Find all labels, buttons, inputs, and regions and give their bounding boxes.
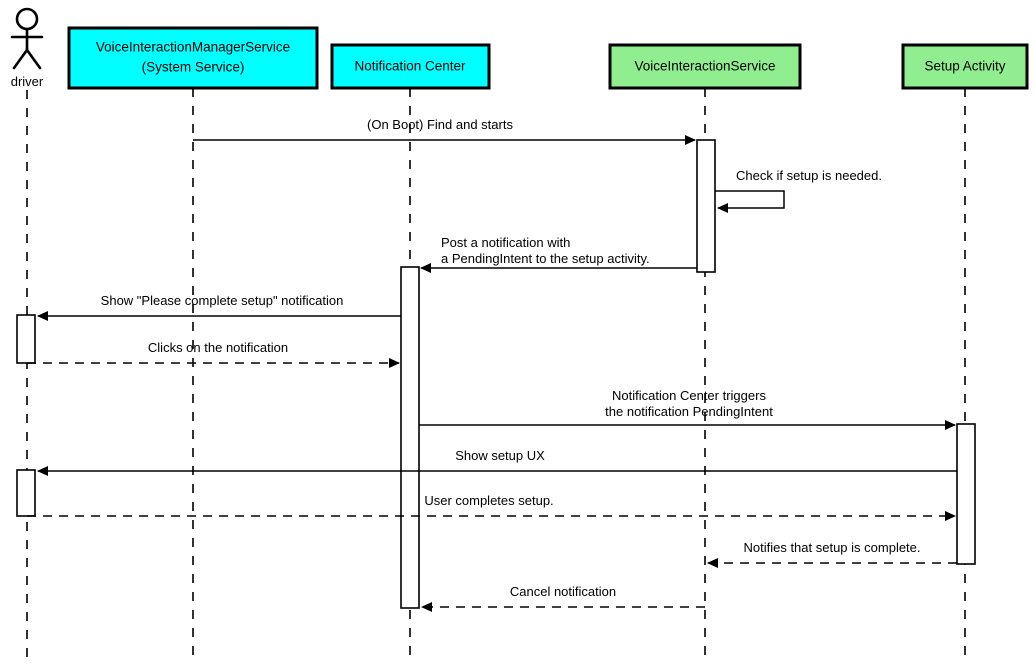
message-show-notification[interactable]: Show "Please complete setup" notificatio… [37,293,401,321]
activation-bar-driver-2 [16,469,36,517]
message-post-notification[interactable]: Post a notification with a PendingIntent… [420,235,697,273]
participant-notification-center[interactable]: Notification Center [330,43,491,90]
message-label-show-setup-ux: Show setup UX [455,448,545,463]
participant-box-setup-activity [901,43,1029,90]
message-label-post-notification-line2: a PendingIntent to the setup activity. [441,251,650,266]
message-label-show-notification: Show "Please complete setup" notificatio… [101,293,344,308]
participant-vims[interactable]: VoiceInteractionManagerService (System S… [67,26,319,90]
participant-box-vis [608,43,802,90]
message-notifies-complete[interactable]: Notifies that setup is complete. [707,540,957,568]
message-label-trigger-pendingintent-line1: Notification Center triggers [612,388,766,403]
activation-bar-notification-center [400,266,420,609]
message-user-completes-setup[interactable]: User completes setup. [27,493,956,521]
actor-leg-left-icon [12,48,29,70]
message-on-boot[interactable]: (On Boot) Find and starts [193,117,696,145]
participant-label-notification-center: Notification Center [354,59,466,74]
actor-head-icon [15,7,39,31]
message-trigger-pendingintent[interactable]: Notification Center triggers the notific… [419,388,956,430]
message-check-setup[interactable]: Check if setup is needed. [715,168,882,213]
message-label-on-boot: (On Boot) Find and starts [367,117,513,132]
message-show-setup-ux[interactable]: Show setup UX [37,448,957,476]
participant-box-notification-center [330,43,491,90]
message-label-notifies-complete: Notifies that setup is complete. [743,540,920,555]
participant-label-vims-line1: VoiceInteractionManagerService [96,40,290,55]
activation-bar-driver-1 [16,314,36,364]
participant-label-vis: VoiceInteractionService [634,59,775,74]
message-clicks-notification[interactable]: Clicks on the notification [27,340,400,368]
participant-label-driver: driver [11,74,44,89]
participant-box-vims [67,26,319,90]
message-label-clicks-notification: Clicks on the notification [148,340,288,355]
participant-setup-activity[interactable]: Setup Activity [901,43,1029,90]
message-cancel-notification[interactable]: Cancel notification [421,584,705,612]
participant-label-vims-line2: (System Service) [142,60,245,75]
message-label-check-setup: Check if setup is needed. [736,168,882,183]
message-label-user-completes-setup: User completes setup. [424,493,553,508]
message-label-cancel-notification: Cancel notification [510,584,616,599]
actor-leg-right-icon [25,48,42,70]
participant-driver[interactable]: driver [10,7,44,89]
activation-bar-vis [696,139,716,273]
participant-vis[interactable]: VoiceInteractionService [608,43,802,90]
participant-label-setup-activity: Setup Activity [924,59,1005,74]
activation-bar-setup-activity [956,423,976,565]
message-label-post-notification-line1: Post a notification with [441,235,570,250]
message-label-trigger-pendingintent-line2: the notification PendingIntent [605,404,773,419]
message-line-check-setup [715,190,785,213]
